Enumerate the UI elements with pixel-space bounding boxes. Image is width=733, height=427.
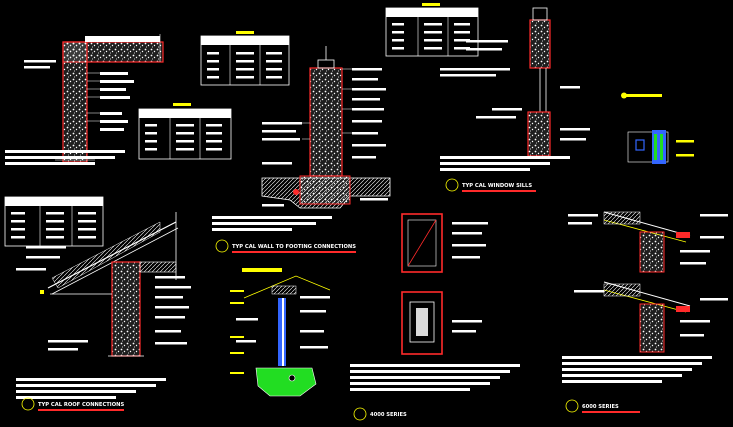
detail-6000-series <box>562 211 728 383</box>
title-roof-connections: TYP CAL ROOF CONNECTIONS <box>21 397 124 411</box>
detail-top-corner <box>5 34 164 165</box>
title-4000-series: 4000 SERIES <box>353 407 407 421</box>
detail-window-sill <box>440 7 590 171</box>
title-window-sills: TYP CAL WINDOW SILLS <box>445 178 536 192</box>
title-4000-series-text: 4000 SERIES <box>370 412 407 418</box>
detail-4000-series-wall <box>230 268 331 397</box>
schedule-table-1 <box>200 31 290 86</box>
title-6000-series-text: 6000 SERIES <box>582 404 619 410</box>
title-wall-to-footing-text: TYP CAL WALL TO FOOTING CONNECTIONS <box>232 244 356 250</box>
detail-roof-connection <box>16 212 191 399</box>
detail-wall-to-footing <box>212 46 391 231</box>
schedule-table-3 <box>385 3 479 57</box>
title-window-sills-text: TYP CAL WINDOW SILLS <box>462 183 532 189</box>
title-wall-to-footing: TYP CAL WALL TO FOOTING CONNECTIONS <box>215 239 356 253</box>
detail-window-frame <box>621 92 694 164</box>
title-roof-connections-text: TYP CAL ROOF CONNECTIONS <box>38 402 124 408</box>
title-6000-series: 6000 SERIES <box>565 399 640 413</box>
schedule-table-4 <box>4 196 104 247</box>
schedule-table-2 <box>138 103 232 160</box>
detail-4000-series-openings <box>350 213 520 391</box>
